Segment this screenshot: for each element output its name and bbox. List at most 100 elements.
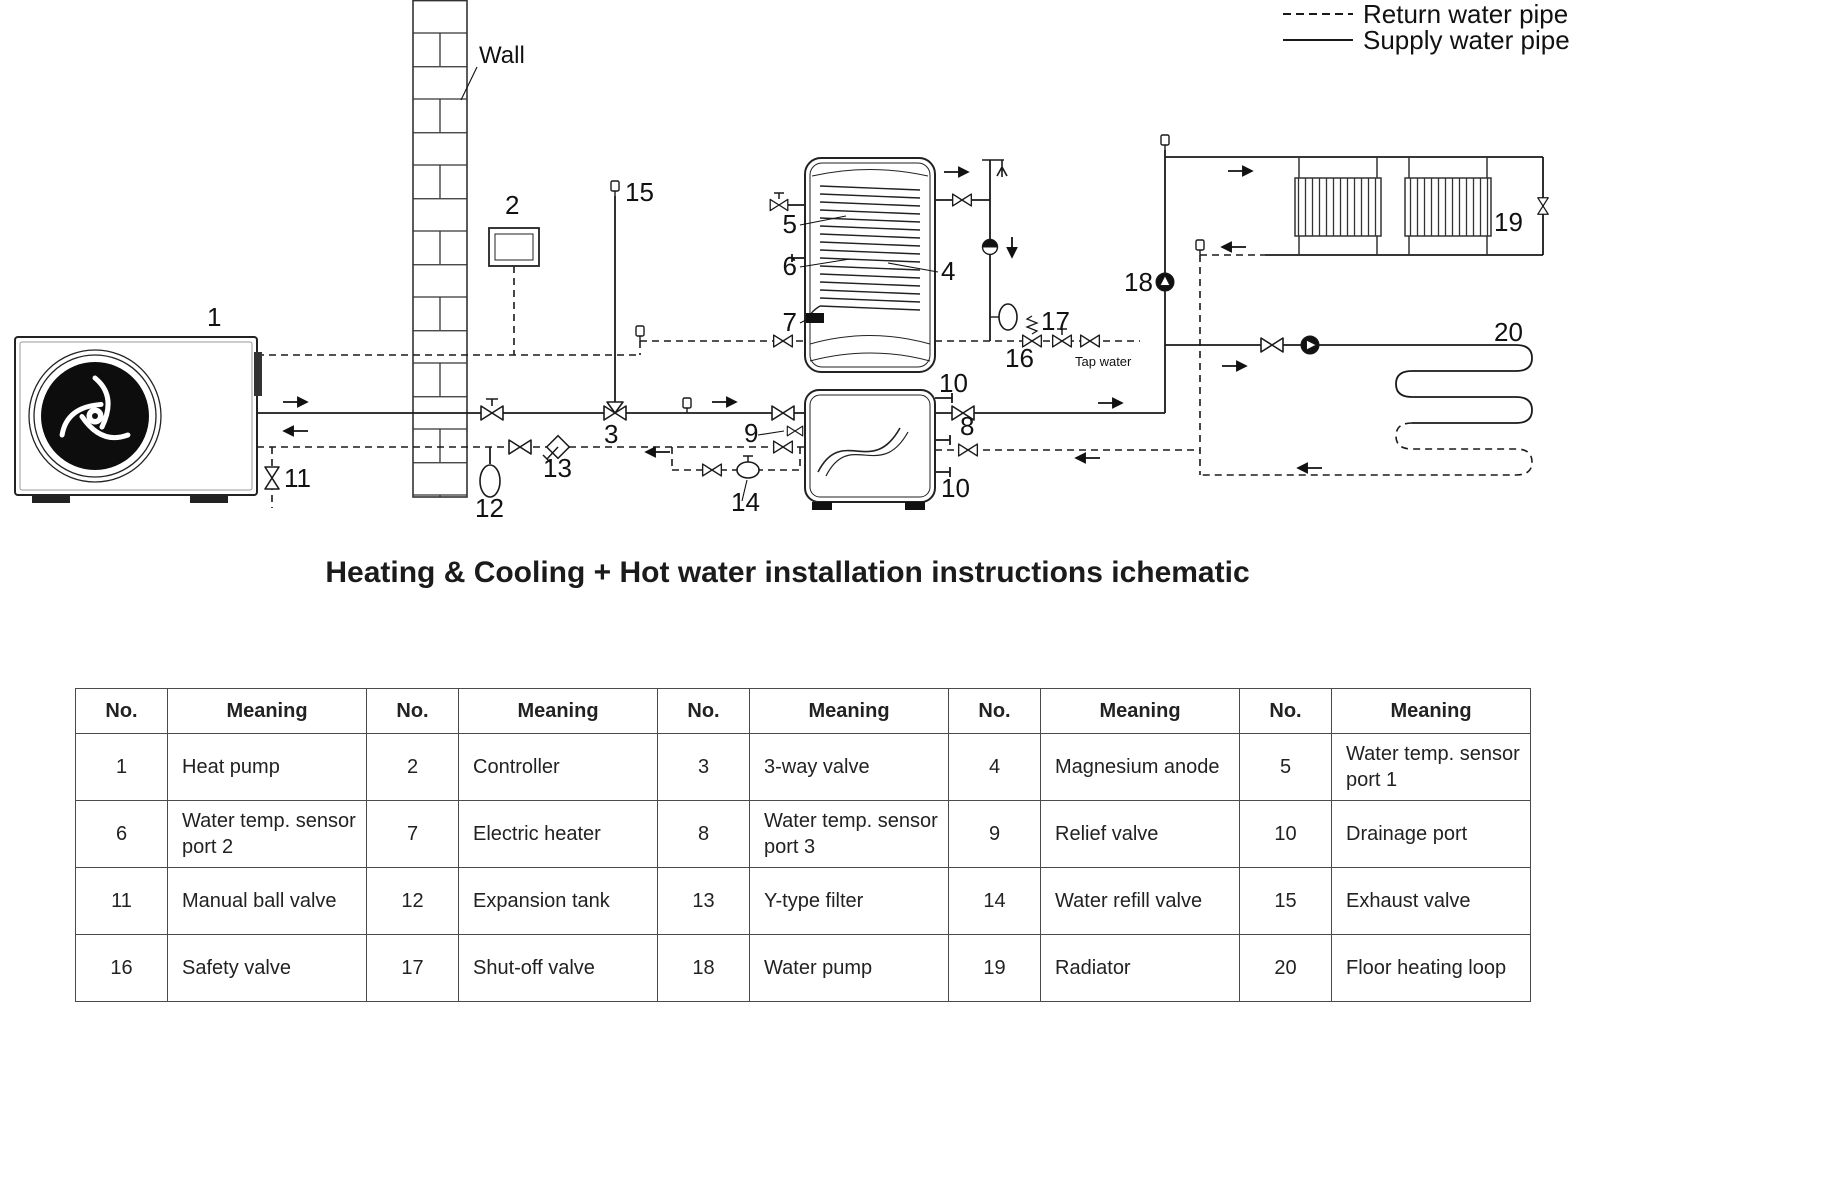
table-cell-no: 15 [1239, 867, 1332, 935]
valve-icon [1537, 197, 1549, 215]
col-header-no: No. [657, 688, 750, 734]
valve-icon [480, 405, 504, 421]
safety-valve-icon [1021, 315, 1043, 348]
table-cell-meaning: Safety valve [167, 934, 367, 1002]
valve-icon [951, 193, 973, 207]
water-pump-icon [1300, 335, 1320, 355]
valve-icon [772, 440, 794, 454]
shut-off-valve-icon [1051, 328, 1073, 348]
installation-schematic: Wall [14, 0, 1570, 523]
label-2: 2 [505, 190, 519, 220]
controller [488, 227, 540, 267]
table-cell-no: 14 [948, 867, 1041, 935]
table-cell-no: 9 [948, 800, 1041, 868]
pipe-legend: Return water pipe Supply water pipe [1283, 0, 1570, 55]
table-cell-meaning: Magnesium anode [1040, 733, 1240, 801]
label-13: 13 [543, 453, 572, 483]
table-cell-meaning: Exhaust valve [1331, 867, 1531, 935]
heating-coil-icon [819, 185, 921, 311]
tap-faucet-icon [982, 159, 1008, 177]
y-filter-icon [542, 434, 571, 464]
table-row: 1 Heat pump 2 Controller 3 3-way valve 4… [75, 733, 1531, 801]
table-cell-meaning: Water refill valve [1040, 867, 1240, 935]
components [264, 134, 1549, 498]
label-7: 7 [783, 307, 797, 337]
label-4: 4 [941, 256, 955, 286]
table-cell-no: 7 [366, 800, 459, 868]
table-cell-no: 2 [366, 733, 459, 801]
exhaust-valve-icon [610, 180, 620, 197]
table-row: 6 Water temp. sensor port 2 7 Electric h… [75, 800, 1531, 868]
label-8: 8 [960, 411, 974, 441]
table-cell-meaning: Radiator [1040, 934, 1240, 1002]
table-cell-no: 8 [657, 800, 750, 868]
labels: 1 2 3 4 5 6 7 8 9 10 10 11 12 13 14 15 1… [207, 177, 1523, 523]
exhaust-valve-icon [1195, 239, 1205, 256]
valve-icon [508, 439, 532, 455]
col-header-meaning: Meaning [458, 688, 658, 734]
radiator-panel [1294, 177, 1382, 237]
label-18: 18 [1124, 267, 1153, 297]
table-cell-no: 17 [366, 934, 459, 1002]
table-cell-meaning: 3-way valve [749, 733, 949, 801]
table-cell-meaning: Water temp. sensor port 1 [1331, 733, 1531, 801]
exhaust-valve-icon [682, 397, 692, 414]
expansion-tank-icon [479, 464, 501, 498]
table-cell-meaning: Expansion tank [458, 867, 658, 935]
table-cell-meaning: Shut-off valve [458, 934, 658, 1002]
table-cell-no: 3 [657, 733, 750, 801]
table-cell-meaning: Relief valve [1040, 800, 1240, 868]
legend-supply-label: Supply water pipe [1363, 25, 1570, 55]
table-cell-meaning: Manual ball valve [167, 867, 367, 935]
valve-icon [701, 463, 723, 477]
label-1: 1 [207, 302, 221, 332]
label-19: 19 [1494, 207, 1523, 237]
table-cell-meaning: Y-type filter [749, 867, 949, 935]
manual-ball-valve-icon [264, 466, 280, 490]
col-header-meaning: Meaning [749, 688, 949, 734]
wall: Wall [412, 0, 525, 498]
table-cell-meaning: Electric heater [458, 800, 658, 868]
label-20: 20 [1494, 317, 1523, 347]
table-row: 11 Manual ball valve 12 Expansion tank 1… [75, 867, 1531, 935]
flow-arrows [282, 165, 1322, 474]
table-cell-no: 12 [366, 867, 459, 935]
label-5: 5 [783, 209, 797, 239]
table-cell-no: 11 [75, 867, 168, 935]
table-cell-meaning: Drainage port [1331, 800, 1531, 868]
water-refill-valve-icon [736, 461, 760, 479]
valve-icon [957, 443, 979, 457]
table-cell-no: 16 [75, 934, 168, 1002]
pressure-vessel-icon [998, 303, 1018, 331]
legend-table: No. Meaning No. Meaning No. Meaning No. … [75, 688, 1531, 1002]
wall-label: Wall [479, 42, 525, 69]
table-cell-no: 10 [1239, 800, 1332, 868]
exhaust-valve-icon [1160, 134, 1170, 151]
col-header-no: No. [948, 688, 1041, 734]
tap-water-label: Tap water [1075, 354, 1132, 369]
radiator [1294, 157, 1492, 255]
label-3: 3 [604, 419, 618, 449]
label-6: 6 [783, 251, 797, 281]
label-17: 17 [1041, 306, 1070, 336]
valve-icon [1260, 337, 1284, 353]
table-cell-no: 20 [1239, 934, 1332, 1002]
label-15: 15 [625, 177, 654, 207]
label-12: 12 [475, 493, 504, 523]
table-cell-meaning: Floor heating loop [1331, 934, 1531, 1002]
table-cell-no: 4 [948, 733, 1041, 801]
valve-icon [771, 405, 795, 421]
label-16: 16 [1005, 343, 1034, 373]
table-cell-no: 5 [1239, 733, 1332, 801]
storage-tank [804, 157, 936, 510]
table-cell-meaning: Heat pump [167, 733, 367, 801]
label-11: 11 [284, 463, 311, 493]
label-14: 14 [731, 487, 760, 517]
label-9: 9 [744, 418, 758, 448]
table-cell-no: 13 [657, 867, 750, 935]
label-10-lower: 10 [941, 473, 970, 503]
col-header-meaning: Meaning [1331, 688, 1531, 734]
col-header-no: No. [75, 688, 168, 734]
legend-return-label: Return water pipe [1363, 0, 1568, 29]
